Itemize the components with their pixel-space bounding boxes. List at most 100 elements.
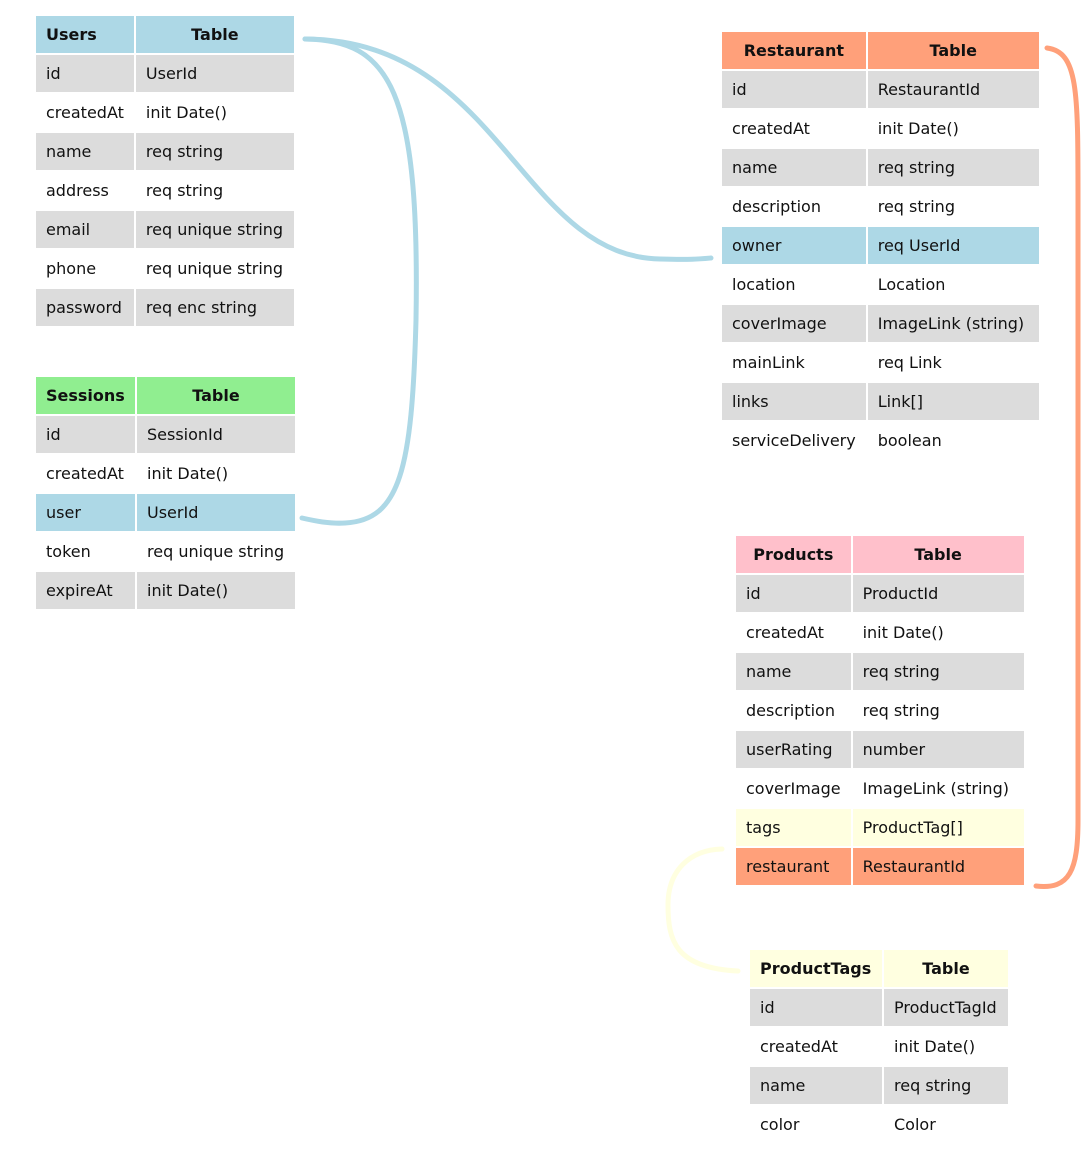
table-row: email req unique string	[36, 211, 294, 248]
table-row: description req string	[722, 188, 1039, 225]
field-type: ImageLink (string)	[867, 305, 1039, 342]
products-table-type-header: Table	[852, 536, 1024, 573]
field-name: password	[36, 289, 134, 326]
table-row: user UserId	[36, 494, 295, 531]
producttags-table-title: ProductTags	[750, 950, 882, 987]
field-name: name	[722, 149, 866, 186]
restaurant-table: Restaurant Table id RestaurantId created…	[720, 30, 1041, 461]
field-type: init Date()	[867, 110, 1039, 147]
table-row: id RestaurantId	[722, 71, 1039, 108]
table-row: createdAt init Date()	[722, 110, 1039, 147]
field-name: token	[36, 533, 135, 570]
field-type: req string	[852, 653, 1024, 690]
table-row: id ProductId	[736, 575, 1024, 612]
products-table-title: Products	[736, 536, 851, 573]
field-name: serviceDelivery	[722, 422, 866, 459]
field-type: boolean	[867, 422, 1039, 459]
field-name: createdAt	[36, 455, 135, 492]
field-name: owner	[722, 227, 866, 264]
field-type: ProductTagId	[884, 989, 1008, 1026]
field-type: number	[852, 731, 1024, 768]
table-row: description req string	[736, 692, 1024, 729]
field-name: name	[36, 133, 134, 170]
field-name: mainLink	[722, 344, 866, 381]
table-row: createdAt init Date()	[36, 455, 295, 492]
field-type: UserId	[135, 55, 294, 92]
table-row: links Link[]	[722, 383, 1039, 420]
field-name: phone	[36, 250, 134, 287]
table-row: owner req UserId	[722, 227, 1039, 264]
field-type: req unique string	[135, 211, 294, 248]
producttags-table-type-header: Table	[884, 950, 1008, 987]
table-row: password req enc string	[36, 289, 294, 326]
field-type: req string	[852, 692, 1024, 729]
table-row: location Location	[722, 266, 1039, 303]
restaurant-to-products-link	[1033, 45, 1081, 889]
field-name: email	[36, 211, 134, 248]
sessions-table: Sessions Table id SessionId createdAt in…	[34, 375, 297, 611]
field-name: location	[722, 266, 866, 303]
table-row: name req string	[722, 149, 1039, 186]
field-name: createdAt	[722, 110, 866, 147]
products-table: Products Table id ProductId createdAt in…	[734, 534, 1026, 887]
field-type: Location	[867, 266, 1039, 303]
restaurant-table-title: Restaurant	[722, 32, 866, 69]
field-type: Color	[884, 1106, 1008, 1143]
field-type: SessionId	[137, 416, 295, 453]
field-type: req unique string	[137, 533, 295, 570]
users-table-title: Users	[36, 16, 134, 53]
users-to-restaurant-owner-link	[302, 36, 714, 262]
field-name: userRating	[736, 731, 851, 768]
field-name: expireAt	[36, 572, 135, 609]
table-row: createdAt init Date()	[750, 1028, 1008, 1065]
field-type: init Date()	[135, 94, 294, 131]
field-name: links	[722, 383, 866, 420]
field-type: req string	[884, 1067, 1008, 1104]
table-row: userRating number	[736, 731, 1024, 768]
field-name: name	[750, 1067, 882, 1104]
field-name: id	[750, 989, 882, 1026]
sessions-table-type-header: Table	[137, 377, 295, 414]
field-type: req Link	[867, 344, 1039, 381]
field-type: UserId	[137, 494, 295, 531]
producttags-table: ProductTags Table id ProductTagId create…	[748, 948, 1010, 1145]
field-type: RestaurantId	[867, 71, 1039, 108]
field-type: req string	[135, 133, 294, 170]
users-to-sessions-link	[299, 36, 419, 526]
field-name: restaurant	[736, 848, 851, 885]
field-name: createdAt	[36, 94, 134, 131]
field-name: user	[36, 494, 135, 531]
field-type: req unique string	[135, 250, 294, 287]
field-name: createdAt	[736, 614, 851, 651]
table-row: mainLink req Link	[722, 344, 1039, 381]
table-row: name req string	[736, 653, 1024, 690]
table-row: expireAt init Date()	[36, 572, 295, 609]
field-name: id	[736, 575, 851, 612]
field-type: init Date()	[137, 572, 295, 609]
field-name: description	[736, 692, 851, 729]
field-name: id	[36, 416, 135, 453]
field-name: tags	[736, 809, 851, 846]
field-type: init Date()	[884, 1028, 1008, 1065]
field-type: RestaurantId	[852, 848, 1024, 885]
table-row: serviceDelivery boolean	[722, 422, 1039, 459]
field-type: Link[]	[867, 383, 1039, 420]
table-row: address req string	[36, 172, 294, 209]
table-row: id UserId	[36, 55, 294, 92]
field-type: req string	[867, 149, 1039, 186]
field-type: init Date()	[852, 614, 1024, 651]
field-type: req string	[867, 188, 1039, 225]
users-table: Users Table id UserId createdAt init Dat…	[34, 14, 296, 328]
field-name: color	[750, 1106, 882, 1143]
table-row: name req string	[750, 1067, 1008, 1104]
field-type: ProductTag[]	[852, 809, 1024, 846]
users-table-type-header: Table	[135, 16, 294, 53]
field-name: createdAt	[750, 1028, 882, 1065]
table-row: createdAt init Date()	[36, 94, 294, 131]
field-type: ProductId	[852, 575, 1024, 612]
table-row: coverImage ImageLink (string)	[722, 305, 1039, 342]
field-name: coverImage	[736, 770, 851, 807]
field-name: address	[36, 172, 134, 209]
products-tags-to-producttags-link	[665, 846, 741, 974]
